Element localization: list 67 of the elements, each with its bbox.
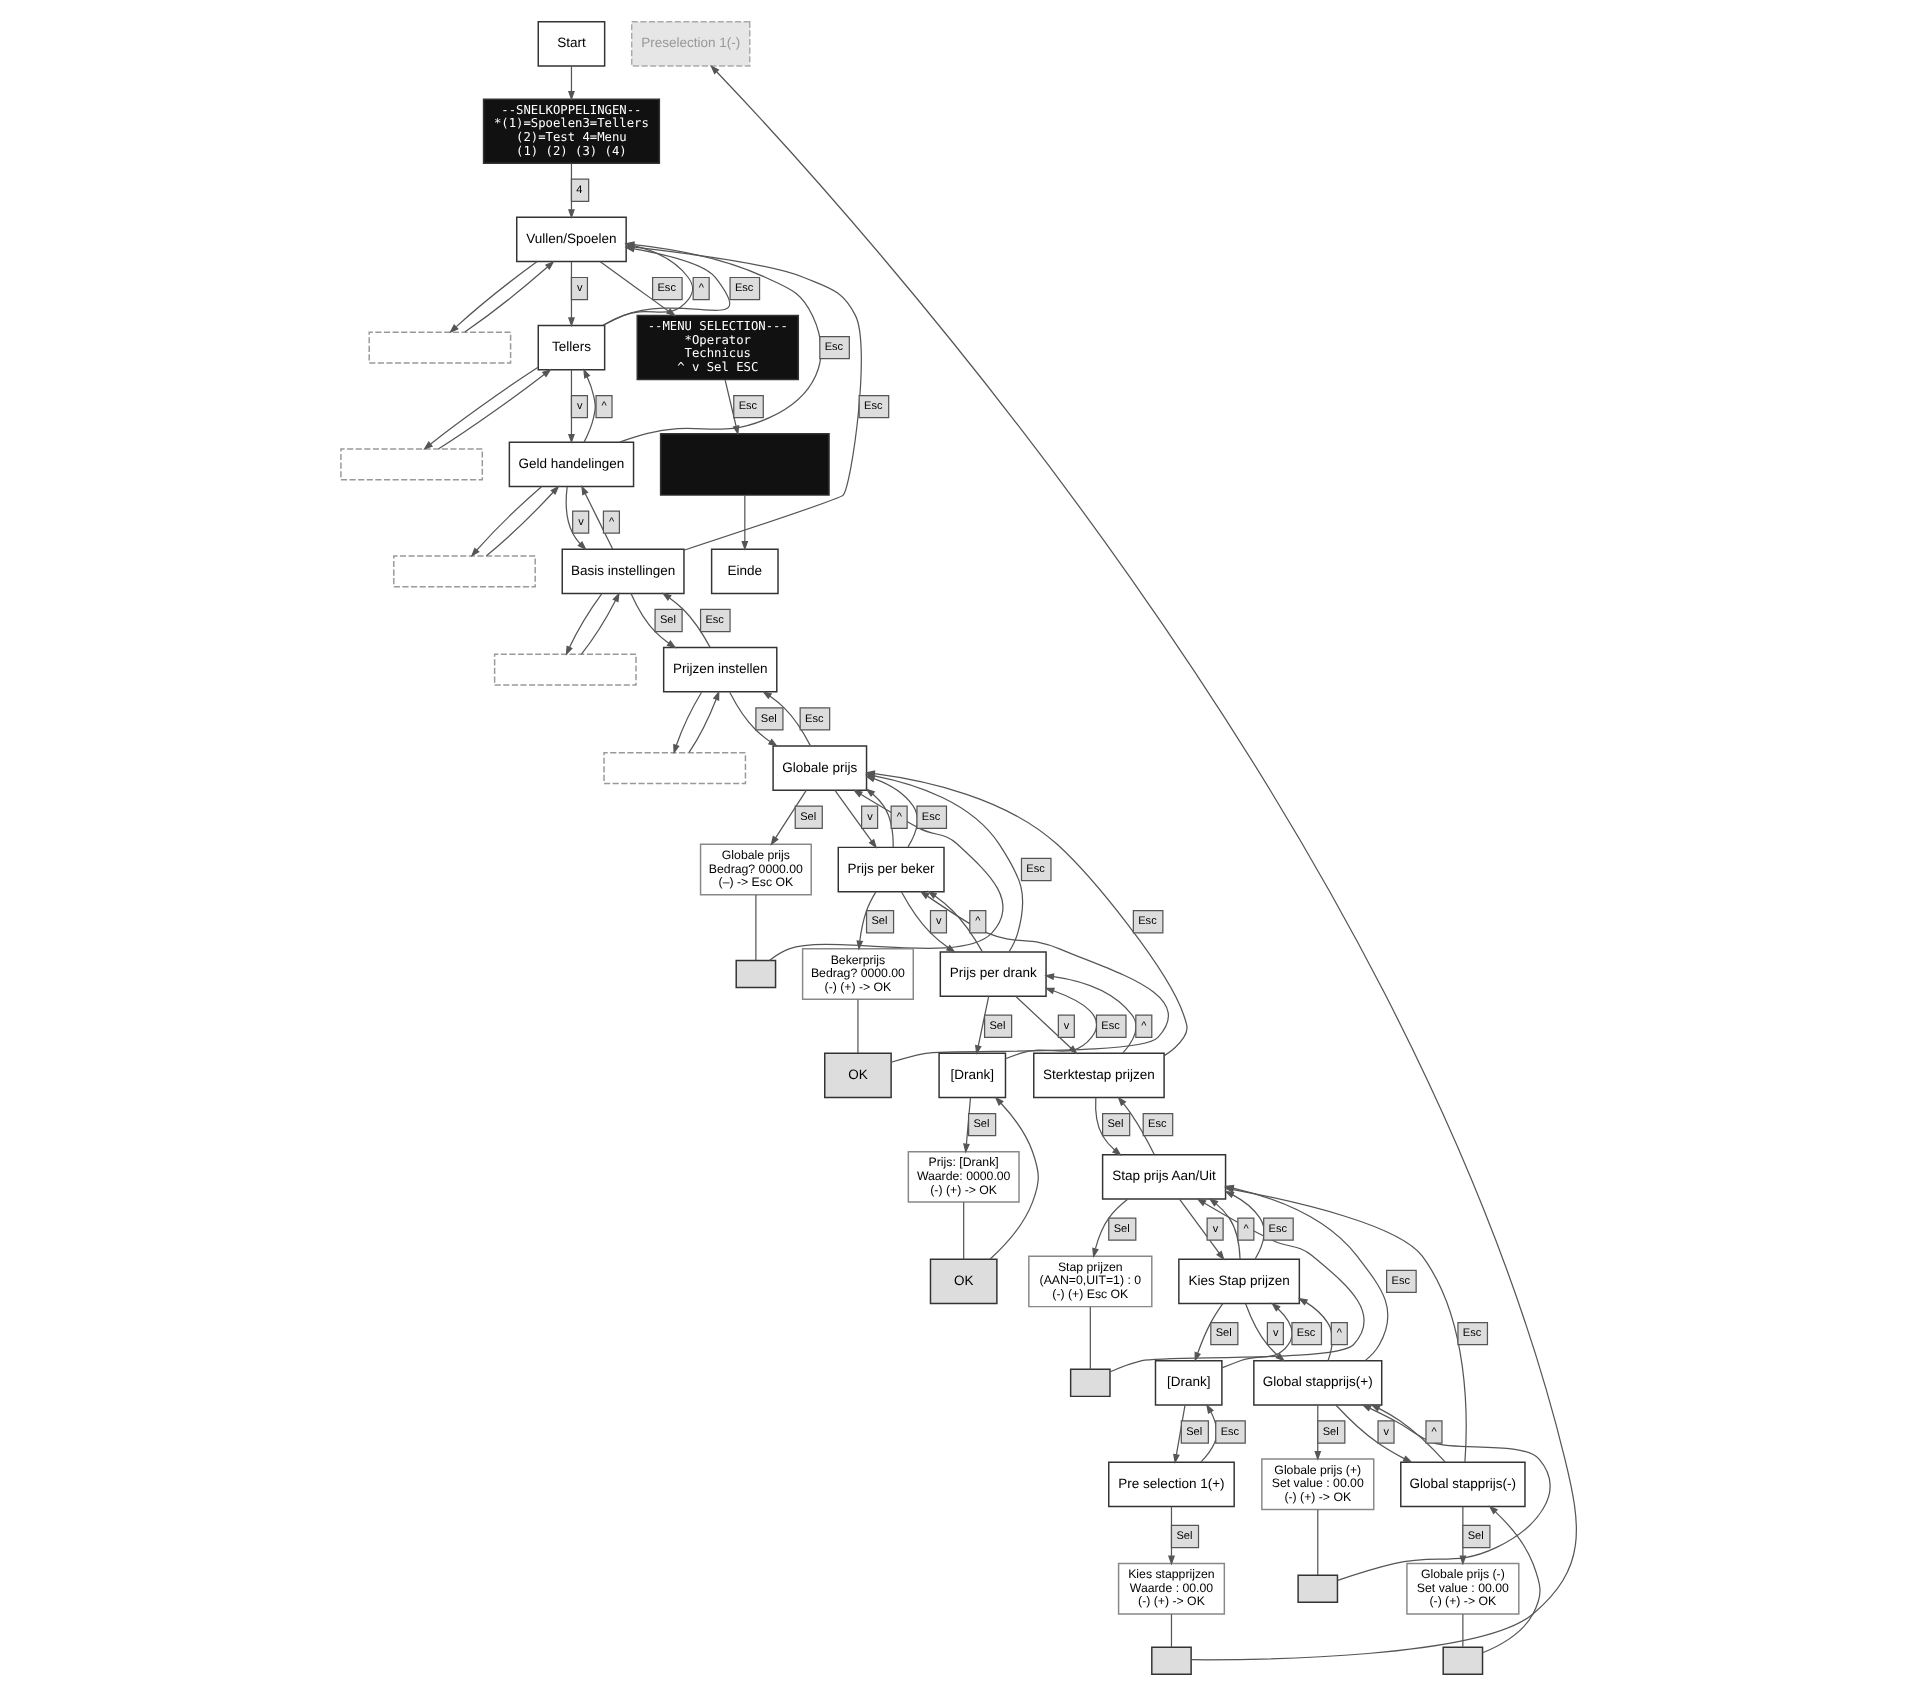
connector [963,1201,965,1260]
arrow [485,485,560,557]
arrow [1337,1404,1551,1582]
arrow [724,379,740,436]
arrow [568,369,575,444]
arrow [599,261,677,317]
arrow [568,261,575,328]
connector [857,999,859,1054]
arrow [1168,1506,1175,1566]
arrow [581,485,614,550]
arrow [770,789,807,846]
arrow [1221,1302,1293,1369]
arrow [1200,1403,1218,1463]
arrow [568,162,575,220]
connector [1317,1509,1319,1576]
node-box [393,555,536,588]
arrow [762,690,811,746]
arrow [470,486,543,558]
node-box [659,432,830,496]
arrow [1297,1297,1333,1362]
connector [1170,1613,1173,1648]
arrow [565,593,603,656]
arrow [1335,1404,1413,1463]
node-box [493,653,637,686]
node-box [735,959,777,989]
node-box [1297,1574,1339,1604]
connector [1089,1306,1091,1370]
arrow [630,592,677,649]
arrow [900,891,956,953]
arrow [1224,1190,1265,1260]
node-box [1069,1368,1111,1398]
arrow [673,691,703,755]
arrow [741,494,749,551]
arrow [1092,1198,1129,1258]
connector [755,894,757,961]
arrow [856,891,877,951]
arrow [449,261,538,334]
arrow [423,366,539,450]
arrow [661,592,711,648]
arrow [1004,987,1098,1060]
arrow [1482,1505,1541,1654]
arrow [768,789,1004,962]
arrow [1314,1404,1322,1461]
arrow [975,995,990,1056]
arrow [710,65,1577,1661]
node-box [603,751,747,785]
node-box [1442,1646,1484,1675]
arrow [1117,1096,1155,1155]
arrow [568,65,575,101]
connector [1462,1613,1464,1648]
arrow [580,592,620,655]
arrow [1173,1404,1186,1464]
arrow [963,1097,972,1154]
arrow [583,368,596,443]
arrow [890,890,1169,1063]
arrow [865,788,894,848]
arrow [438,368,552,450]
node-box [368,331,512,364]
arrow [688,690,720,754]
node-box [1151,1646,1192,1675]
arrow [1094,1097,1122,1156]
arrow [1459,1506,1467,1566]
arrow [729,691,778,747]
node-box [340,448,484,481]
arrow [1194,1302,1224,1363]
arrow [989,1096,1039,1260]
arrow [464,260,555,333]
